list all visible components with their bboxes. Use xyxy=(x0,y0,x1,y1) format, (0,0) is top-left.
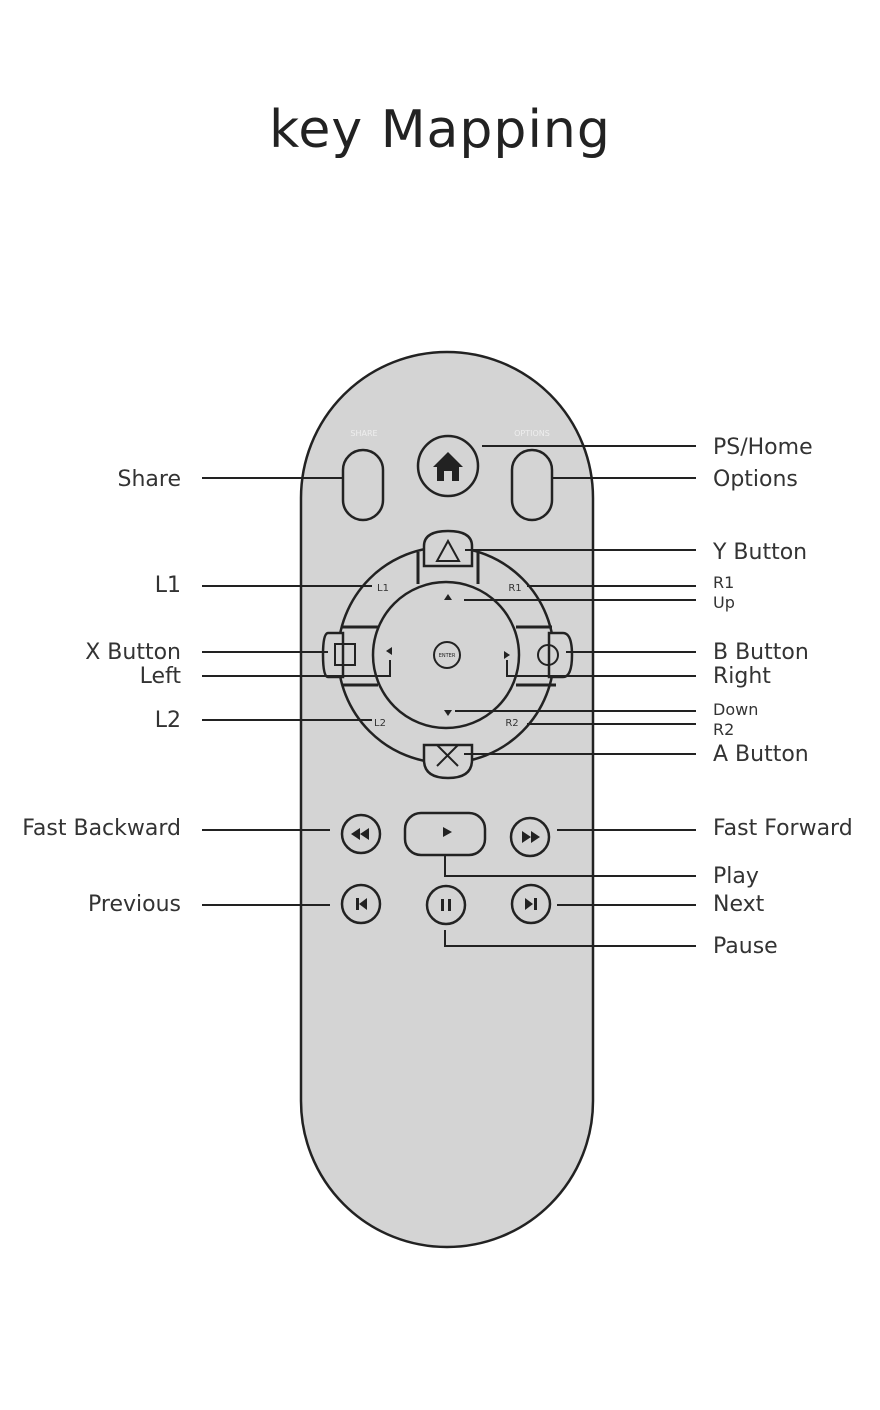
a-button[interactable] xyxy=(422,743,474,780)
callout-fast-forward: Fast Forward xyxy=(713,816,853,841)
callout-down: Down xyxy=(713,700,758,719)
l1-small-label[interactable]: L1 xyxy=(377,583,389,594)
r1-small-label[interactable]: R1 xyxy=(508,583,521,594)
triangle-icon xyxy=(435,538,461,562)
pause-icon xyxy=(441,899,451,911)
cross-icon xyxy=(436,744,459,767)
callout-x-button: X Button xyxy=(85,640,181,665)
page-title: key Mapping xyxy=(269,100,611,160)
circle-icon xyxy=(537,644,559,666)
callout-up: Up xyxy=(713,593,735,612)
left-arrow-icon[interactable] xyxy=(386,647,392,655)
up-arrow-icon[interactable] xyxy=(444,594,452,600)
fast-forward-button[interactable] xyxy=(509,816,551,858)
previous-button[interactable] xyxy=(340,883,382,925)
callout-b-button: B Button xyxy=(713,640,809,665)
fast-backward-button[interactable] xyxy=(340,813,382,855)
callout-previous: Previous xyxy=(88,892,181,917)
callout-l1: L1 xyxy=(155,573,181,598)
callout-share: Share xyxy=(118,467,182,492)
callout-play: Play xyxy=(713,864,759,889)
share-small-label: SHARE xyxy=(350,429,377,438)
callout-options: Options xyxy=(713,467,798,492)
callout-a-button: A Button xyxy=(713,742,809,767)
callout-next: Next xyxy=(713,892,765,917)
callout-pause: Pause xyxy=(713,934,778,959)
callout-right: Right xyxy=(713,664,771,689)
fast-forward-icon xyxy=(522,831,540,843)
next-icon xyxy=(525,898,537,910)
l2-small-label[interactable]: L2 xyxy=(374,718,386,729)
callout-y-button: Y Button xyxy=(712,540,807,565)
play-icon xyxy=(443,827,452,837)
pause-button[interactable] xyxy=(425,884,467,926)
remote-body xyxy=(299,350,595,1249)
callout-fast-backward: Fast Backward xyxy=(22,816,181,841)
left-callout-lines xyxy=(202,477,391,906)
callout-r2: R2 xyxy=(713,720,734,739)
right-callout-lines xyxy=(444,445,696,947)
enter-button[interactable] xyxy=(433,641,461,669)
r2-small-label[interactable]: R2 xyxy=(505,718,518,729)
callout-left: Left xyxy=(140,664,182,689)
enter-label: ENTER xyxy=(439,653,456,659)
dpad-cluster: L1 R1 L2 R2 ENTER xyxy=(321,529,574,780)
rewind-icon xyxy=(351,828,369,840)
callout-ps-home: PS/Home xyxy=(713,435,813,460)
callout-r1: R1 xyxy=(713,573,734,592)
options-button[interactable] xyxy=(510,448,554,522)
y-button[interactable] xyxy=(422,529,474,568)
callout-l2: L2 xyxy=(155,708,181,733)
square-icon xyxy=(334,643,356,666)
options-small-label: OPTIONS xyxy=(514,429,550,438)
home-icon xyxy=(433,452,463,481)
right-arrow-icon[interactable] xyxy=(504,651,510,659)
home-button[interactable] xyxy=(416,434,480,498)
share-button[interactable] xyxy=(341,448,385,522)
previous-icon xyxy=(356,898,367,910)
down-arrow-icon[interactable] xyxy=(444,710,452,716)
next-button[interactable] xyxy=(510,883,552,925)
